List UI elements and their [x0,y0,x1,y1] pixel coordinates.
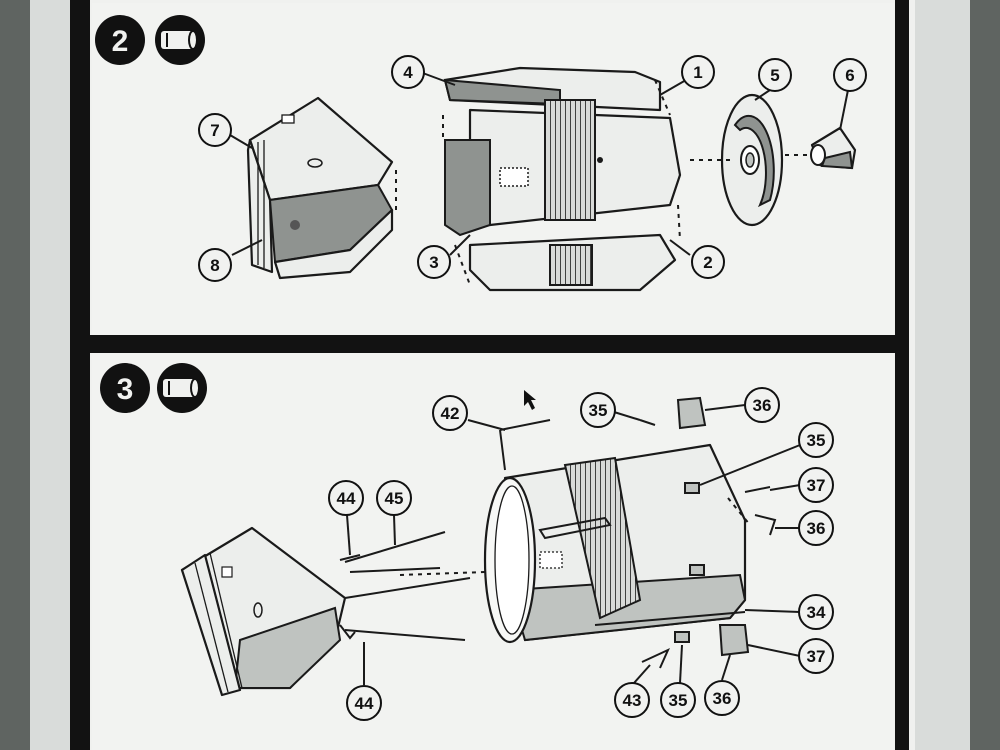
svg-text:36: 36 [753,396,772,415]
heat-shield-dish [690,93,784,227]
svg-text:45: 45 [385,489,404,508]
step-2-leader-lines [229,71,849,256]
callout-35-top: 35 [580,392,616,428]
antenna-parts [339,531,486,641]
callout-35-bottom: 35 [660,682,696,718]
callout-1: 1 [681,55,715,89]
callout-45: 45 [376,480,412,516]
callout-34: 34 [798,594,834,630]
svg-text:4: 4 [403,63,413,82]
svg-text:43: 43 [623,691,642,710]
callout-44-upper: 44 [328,480,364,516]
callout-36-bottom: 36 [704,680,740,716]
svg-text:44: 44 [355,694,374,713]
glue-cement-icon-2 [157,363,207,413]
svg-text:37: 37 [807,476,826,495]
svg-text:35: 35 [807,431,826,450]
step-3-header: 3 [100,363,150,413]
callout-44-lower: 44 [346,685,382,721]
service-module-cylinder [483,443,751,644]
step-2-panel: 2 [90,3,896,353]
step-3-number: 3 [117,373,134,406]
step-3-panel: 3 [92,353,894,750]
callout-35-right: 35 [798,422,834,458]
step-3-leader-lines [346,404,801,685]
callout-6: 6 [833,58,867,92]
svg-text:36: 36 [713,689,732,708]
step-2-number: 2 [112,25,129,58]
callout-37-lower: 37 [798,638,834,674]
callout-2: 2 [691,245,725,279]
step-2-header: 2 [95,15,145,65]
svg-text:44: 44 [337,489,356,508]
svg-text:8: 8 [210,256,219,275]
engine-bell [785,126,857,170]
callout-5: 5 [758,58,792,92]
svg-text:1: 1 [693,63,702,82]
svg-text:34: 34 [807,603,826,622]
glue-cement-icon [155,15,205,65]
svg-text:42: 42 [441,404,460,423]
callout-36-right: 36 [798,510,834,546]
svg-text:5: 5 [770,66,779,85]
svg-text:36: 36 [807,519,826,538]
callout-8: 8 [198,248,232,282]
svg-text:35: 35 [669,691,688,710]
svg-text:6: 6 [845,66,854,85]
svg-text:3: 3 [429,253,438,272]
callout-37-upper: 37 [798,467,834,503]
svg-text:35: 35 [589,401,608,420]
callout-36-top: 36 [744,387,780,423]
callout-43: 43 [614,682,650,718]
callout-4: 4 [391,55,425,89]
command-module-halves [246,96,397,280]
callout-3: 3 [417,245,451,279]
command-module-cone [180,526,347,697]
svg-text:37: 37 [807,647,826,666]
mouse-cursor-icon [524,390,536,410]
small-attachments [499,396,777,669]
callout-42: 42 [432,395,468,431]
service-module-halves [442,66,682,292]
svg-text:2: 2 [703,253,712,272]
svg-text:7: 7 [210,121,219,140]
callout-7: 7 [198,113,232,147]
